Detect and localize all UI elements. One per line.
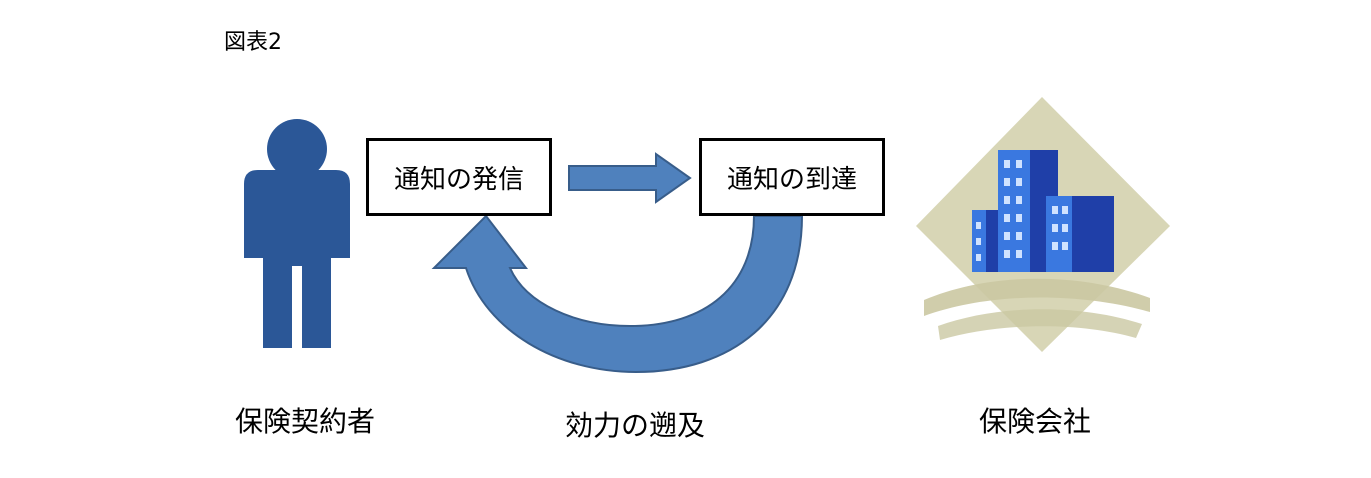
retroactive-effect-caption: 効力の遡及 — [564, 409, 705, 442]
notice-arrived-box: 通知の到達 — [699, 138, 885, 216]
curved-return-arrow — [431, 214, 804, 374]
person-icon — [244, 119, 350, 348]
right-arrow — [568, 152, 692, 204]
building-swoosh-1 — [924, 278, 1150, 316]
person-head — [267, 119, 327, 179]
building-swoosh-2 — [938, 309, 1142, 340]
notice-arrived-label: 通知の到達 — [726, 164, 857, 195]
building-windows — [976, 160, 1068, 261]
notice-sent-box: 通知の発信 — [366, 138, 552, 216]
figure-label: 図表2 — [224, 30, 282, 55]
office-building-icon — [916, 97, 1170, 352]
notice-sent-label: 通知の発信 — [393, 164, 524, 195]
insurer-caption: 保険会社 — [978, 405, 1091, 438]
policyholder-caption: 保険契約者 — [234, 405, 375, 438]
person-body — [244, 170, 350, 348]
